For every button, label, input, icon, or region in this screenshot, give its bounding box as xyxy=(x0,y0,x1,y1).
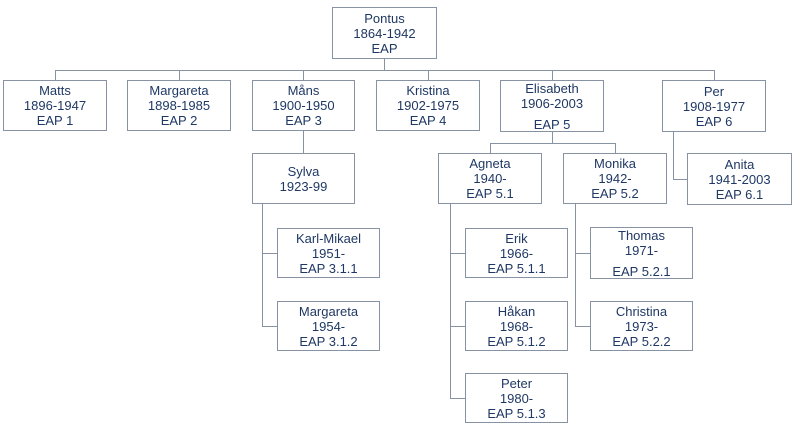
person-code: EAP 1 xyxy=(36,113,74,128)
person-code: EAP 6 xyxy=(695,113,733,129)
person-name: Sylva xyxy=(287,163,320,179)
person-code: EAP 3 xyxy=(285,113,322,128)
connector-elisabeth-bus xyxy=(490,143,616,144)
person-years: 1980- xyxy=(499,390,534,406)
person-code: EAP xyxy=(371,40,398,56)
connector-pontus-stem xyxy=(384,59,385,70)
person-years: 1951- xyxy=(311,245,346,261)
person-code: EAP 5.1.2 xyxy=(487,333,546,349)
node-erik: Erik 1966- EAP 5.1.1 xyxy=(465,228,568,278)
connector-monika-christina xyxy=(575,326,590,327)
person-code: EAP 5.2 xyxy=(591,186,639,201)
person-years: 1923-99 xyxy=(279,178,328,194)
connector-drop-kristina xyxy=(428,70,429,80)
person-name: Anita xyxy=(724,156,755,172)
connector-drop-monika xyxy=(615,143,616,153)
person-code: EAP 5 xyxy=(533,116,571,132)
person-name: Pontus xyxy=(364,10,405,26)
person-years: 1971- xyxy=(624,242,659,258)
person-years: 1966- xyxy=(499,245,534,261)
person-name: Monika xyxy=(594,156,636,171)
node-peter: Peter 1980- EAP 5.1.3 xyxy=(465,373,568,423)
connector-drop-matts xyxy=(55,70,56,80)
connector-elisabeth-stem xyxy=(552,132,553,143)
connector-per-stem xyxy=(673,132,674,179)
connector-agneta-stem xyxy=(450,204,451,398)
node-elisabeth: Elisabeth 1906-2003 EAP 5 xyxy=(500,80,604,132)
person-code: EAP 5.2.2 xyxy=(612,333,671,349)
person-name: Thomas xyxy=(618,227,665,243)
connector-sylva-karl-mikael xyxy=(262,253,277,254)
connector-drop-per xyxy=(714,70,715,80)
connector-gen2-bus xyxy=(55,70,715,71)
node-mans: Måns 1900-1950 EAP 3 xyxy=(252,80,355,131)
person-code: EAP 5.1.3 xyxy=(487,405,546,421)
person-code: EAP 5.1 xyxy=(466,186,514,201)
node-karl-mikael: Karl-Mikael 1951- EAP 3.1.1 xyxy=(277,228,380,278)
node-monika: Monika 1942- EAP 5.2 xyxy=(563,153,667,204)
connector-agneta-peter xyxy=(450,398,465,399)
node-kristina: Kristina 1902-1975 EAP 4 xyxy=(376,80,480,131)
node-margareta-sr: Margareta 1898-1985 EAP 2 xyxy=(127,80,231,131)
node-hakan: Håkan 1968- EAP 5.1.2 xyxy=(465,301,568,351)
node-thomas: Thomas 1971- EAP 5.2.1 xyxy=(590,227,693,279)
person-code: EAP 6.1 xyxy=(715,186,764,202)
person-years: 1940- xyxy=(473,171,507,186)
person-name: Karl-Mikael xyxy=(295,230,361,246)
person-years: 1906-2003 xyxy=(520,95,584,111)
person-name: Margareta xyxy=(298,303,359,319)
person-years: 1908-1977 xyxy=(682,98,746,114)
node-pontus: Pontus 1864-1942 EAP xyxy=(332,7,437,59)
node-per: Per 1908-1977 EAP 6 xyxy=(662,80,766,132)
connector-drop-agneta xyxy=(490,143,491,153)
person-years: 1942- xyxy=(598,171,632,186)
node-agneta: Agneta 1940- EAP 5.1 xyxy=(438,153,542,204)
person-code: EAP 3.1.1 xyxy=(299,260,358,276)
person-years: 1973- xyxy=(624,318,659,334)
connector-agneta-erik xyxy=(450,253,465,254)
connector-sylva-margareta-jr xyxy=(262,326,277,327)
person-name: Elisabeth xyxy=(525,80,579,96)
person-name: Margareta xyxy=(149,83,209,98)
person-years: 1902-1975 xyxy=(396,98,460,113)
node-anita: Anita 1941-2003 EAP 6.1 xyxy=(687,153,792,205)
connector-sylva-stem xyxy=(262,204,263,326)
person-years: 1941-2003 xyxy=(708,171,771,187)
person-code: EAP 3.1.2 xyxy=(299,333,358,349)
person-name: Peter xyxy=(500,375,533,391)
person-code: EAP 5.2.1 xyxy=(612,263,671,279)
person-code: EAP 4 xyxy=(409,113,447,128)
node-margareta-jr: Margareta 1954- EAP 3.1.2 xyxy=(277,301,380,351)
person-years: 1900-1950 xyxy=(272,98,335,113)
person-name: Per xyxy=(703,83,725,99)
person-name: Christina xyxy=(615,303,668,319)
person-name: Erik xyxy=(505,230,528,246)
person-code: EAP 2 xyxy=(160,113,198,128)
person-code: EAP 5.1.1 xyxy=(487,260,546,276)
node-christina: Christina 1973- EAP 5.2.2 xyxy=(590,301,693,351)
connector-drop-mans xyxy=(303,70,304,80)
node-sylva: Sylva 1923-99 xyxy=(252,153,355,204)
person-years: 1954- xyxy=(311,318,346,334)
person-name: Håkan xyxy=(497,303,536,319)
node-matts: Matts 1896-1947 EAP 1 xyxy=(3,80,107,131)
person-years: 1864-1942 xyxy=(353,25,416,41)
person-name: Matts xyxy=(39,83,71,98)
person-years: 1898-1985 xyxy=(147,98,211,113)
person-name: Måns xyxy=(287,83,320,98)
person-years: 1896-1947 xyxy=(23,98,87,113)
person-name: Kristina xyxy=(406,83,450,98)
connector-per-anita xyxy=(673,179,687,180)
person-years: 1968- xyxy=(499,318,534,334)
connector-drop-margareta-sr xyxy=(179,70,180,80)
person-name: Agneta xyxy=(469,156,511,171)
connector-monika-thomas xyxy=(575,253,590,254)
connector-mans-sylva xyxy=(303,131,304,153)
connector-agneta-hakan xyxy=(450,326,465,327)
connector-drop-elisabeth xyxy=(552,70,553,80)
connector-monika-stem xyxy=(575,204,576,326)
